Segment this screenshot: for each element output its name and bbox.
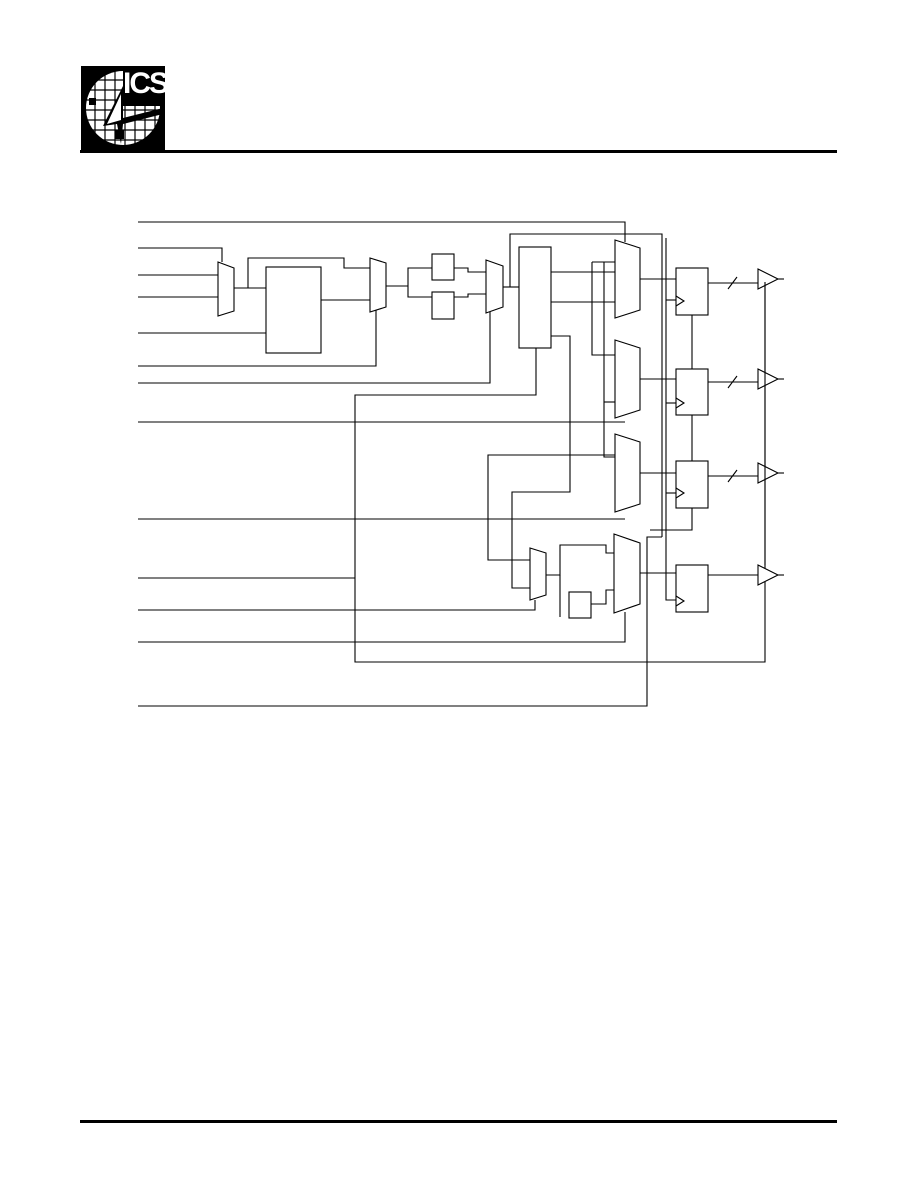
mux-1 (217, 261, 235, 317)
logo-text: ICS (123, 67, 169, 100)
block-2a (431, 253, 455, 281)
block-3 (568, 591, 592, 619)
input-lines (138, 221, 662, 707)
flip-flop-2 (675, 368, 709, 416)
mux-6 (614, 433, 641, 513)
header-rule (80, 150, 837, 153)
footer-rule (80, 1120, 837, 1123)
ics-logo (81, 66, 165, 150)
mux-2 (369, 257, 387, 313)
block-2b (431, 291, 455, 320)
output-buffers (708, 268, 784, 586)
mux-5 (614, 339, 641, 419)
block-1 (265, 266, 322, 354)
mux-3 (485, 259, 504, 314)
flip-flop-4 (675, 564, 709, 613)
mux-7 (529, 547, 547, 601)
divider-block (518, 246, 552, 349)
mux-4 (614, 239, 641, 319)
flip-flop-1 (675, 267, 709, 316)
mux-8 (613, 533, 641, 614)
flip-flop-3 (675, 460, 709, 509)
